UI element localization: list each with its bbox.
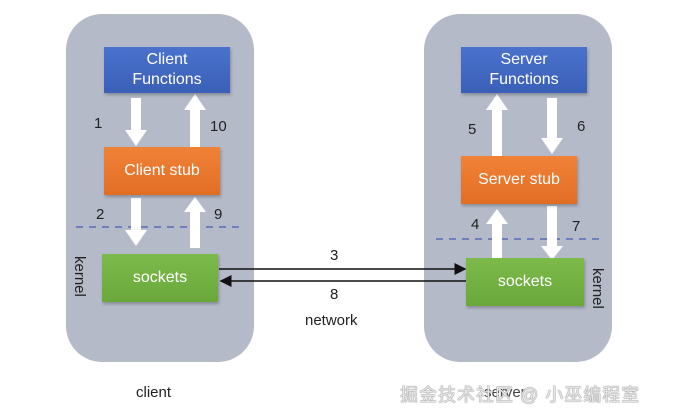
arrow-1-down (125, 98, 147, 146)
arrow-7-down (541, 206, 563, 260)
step-1: 1 (94, 115, 103, 132)
server-functions-label: Server Functions (489, 51, 559, 88)
step-10: 10 (210, 118, 227, 135)
step-5: 5 (468, 121, 477, 138)
client-caption: client (136, 384, 172, 401)
server-sockets-box: sockets (466, 258, 584, 306)
server-caption: server (484, 384, 526, 401)
arrow-6-down (541, 98, 563, 154)
network-label: network (305, 312, 358, 329)
watermark: 掘金技术社区 @ 小巫编程室 (400, 385, 641, 405)
step-7: 7 (572, 218, 581, 235)
arrow-5-up (486, 94, 508, 156)
server-kernel-label: kernel (589, 268, 606, 309)
client-functions-box: Client Functions (104, 47, 230, 93)
step-2: 2 (96, 206, 105, 223)
server-stub-label: Server stub (478, 171, 560, 188)
arrow-4-up (486, 209, 508, 258)
step-8: 8 (330, 286, 339, 303)
step-3: 3 (330, 247, 339, 264)
arrow-10-up (184, 94, 206, 148)
arrow-9-up (184, 197, 206, 248)
client-functions-label: Client Functions (132, 51, 202, 88)
client-sockets-box: sockets (102, 254, 218, 302)
step-6: 6 (577, 118, 586, 135)
step-9: 9 (214, 206, 223, 223)
client-kernel-label: kernel (71, 256, 88, 297)
client-sockets-label: sockets (132, 269, 188, 286)
client-stub-label: Client stub (124, 162, 200, 179)
server-functions-box: Server Functions (461, 47, 587, 93)
server-sockets-label: sockets (497, 273, 553, 290)
client-stub-box: Client stub (104, 147, 220, 195)
server-stub-box: Server stub (461, 156, 577, 204)
arrow-2-down (125, 198, 147, 246)
step-4: 4 (471, 216, 480, 233)
